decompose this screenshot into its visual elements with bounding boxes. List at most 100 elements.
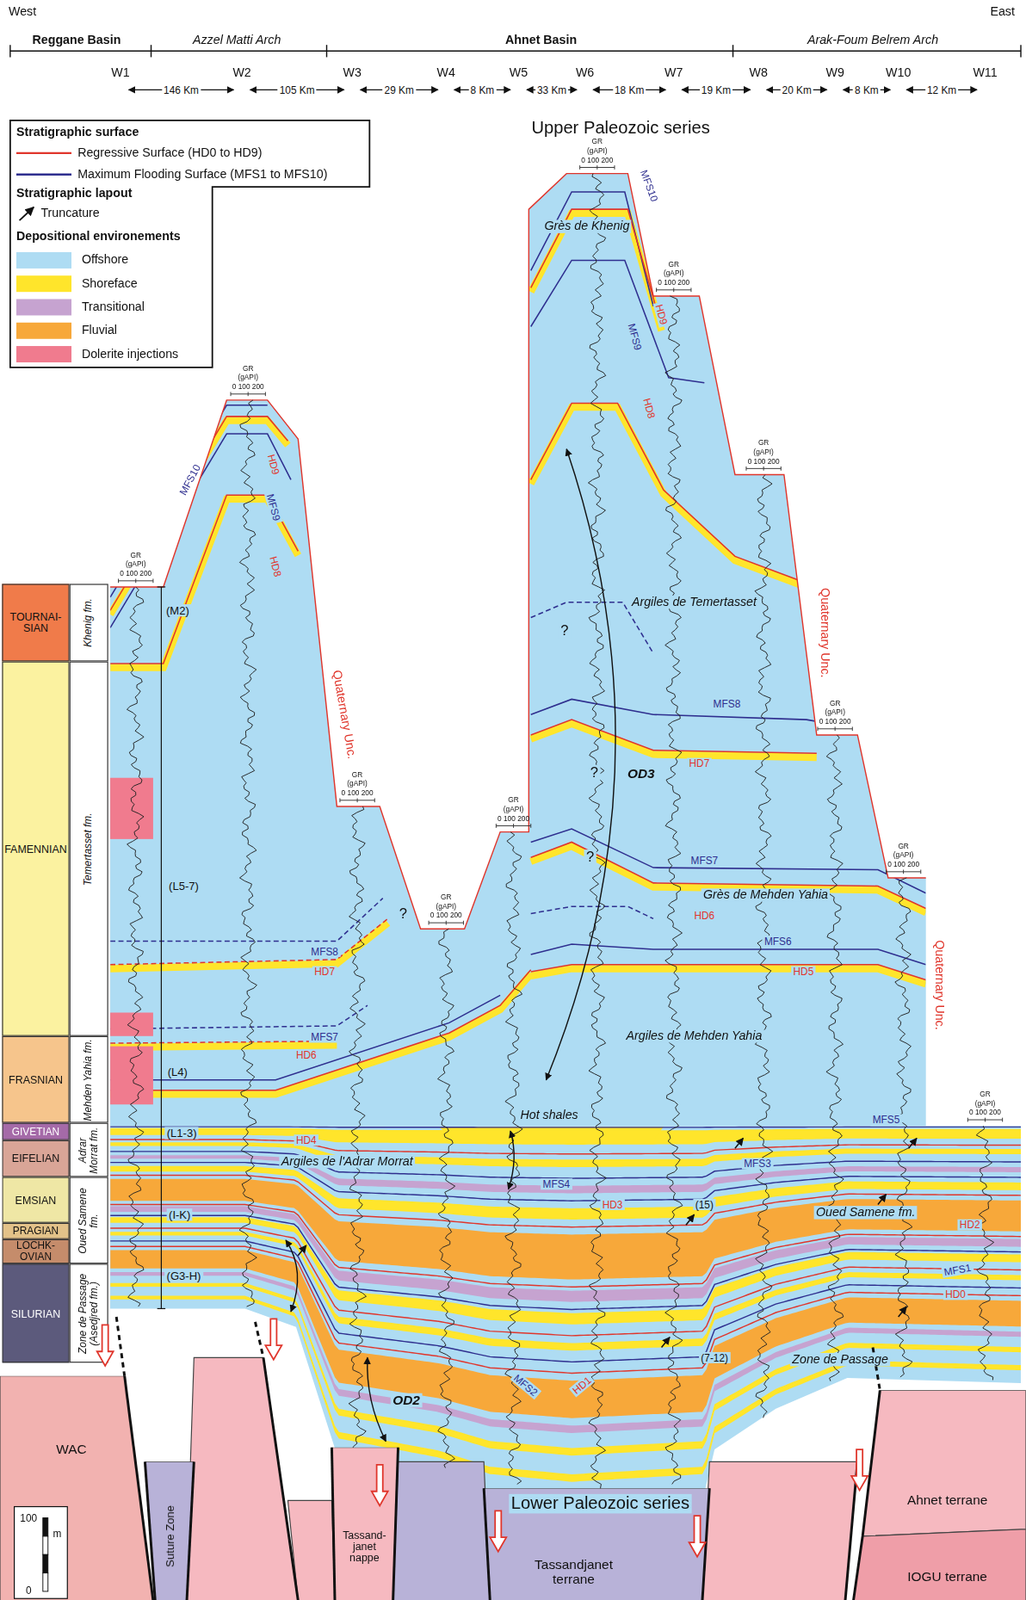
uncertainty-mark: ? — [587, 765, 600, 781]
log-scale-tick — [530, 823, 532, 829]
regressive-surface-label: HD9 — [265, 451, 283, 478]
legend-line-sample — [16, 152, 72, 155]
block-outline — [852, 1529, 1026, 1600]
flooding-surface-label: MFS9 — [625, 320, 645, 354]
log-scale-tick — [357, 797, 359, 803]
log-header: (gAPI) — [346, 779, 368, 788]
log-header: (gAPI) — [753, 448, 774, 457]
gamma-ray-log — [895, 877, 913, 1378]
block-shape — [483, 1488, 710, 1600]
formation-name: Mehden Yahia fm. — [83, 1038, 94, 1121]
log-header: 0 100 200 — [232, 383, 265, 391]
block-shape — [852, 1529, 1026, 1600]
truncation-arrow — [735, 1137, 743, 1149]
log-header: (gAPI) — [125, 560, 147, 569]
legend-text: Transitional — [81, 300, 145, 315]
log-scale-tick — [445, 920, 447, 926]
block-shape — [144, 1461, 194, 1600]
flooding-surface — [531, 906, 654, 919]
fault-line — [144, 1461, 155, 1600]
header-rule — [10, 50, 1021, 52]
formation-label: Grès de Khenig — [542, 219, 632, 234]
flooding-surface-label: MFS2 — [510, 1371, 542, 1400]
unconformity-label: Quaternary Unc. — [932, 939, 946, 1030]
unit-code: (M2) — [164, 604, 192, 617]
legend-text: Maximum Flooding Surface (MFS1 to MFS10) — [77, 167, 328, 182]
scale-segment — [43, 1536, 49, 1555]
log-header: GR — [897, 842, 909, 851]
legend-text: Offshore — [81, 253, 129, 268]
regressive-surface — [110, 1204, 1021, 1287]
log-header: (gAPI) — [436, 902, 458, 911]
formation-label: Grès de Mehden Yahia — [701, 888, 831, 903]
well-name: W11 — [972, 67, 997, 81]
distance-label: 8 Km — [468, 84, 496, 96]
log-scale-tick — [495, 823, 497, 829]
basement-block — [185, 1357, 298, 1600]
log-scale-tick — [967, 1118, 969, 1123]
gamma-ray-log — [437, 928, 455, 1468]
log-header: GR — [440, 893, 452, 902]
log-scale-tick — [339, 797, 340, 803]
uncertainty-mark: ? — [558, 623, 571, 639]
trend-arrow — [367, 1357, 387, 1441]
terrane-block: Tassand- janet nappe — [331, 1447, 398, 1600]
log-header: (gAPI) — [893, 851, 915, 860]
truncation-arrow — [898, 1306, 907, 1317]
scale-segment — [43, 1573, 49, 1592]
log-header: GR — [130, 551, 142, 560]
fault-line — [483, 1488, 490, 1600]
stage-name: EIFELIAN — [3, 1153, 69, 1165]
flooding-surface — [531, 259, 705, 383]
region-label: Azzel Matti Arch — [191, 34, 284, 49]
terrane-name: Tassandjanet terrane — [512, 1557, 635, 1586]
scale-label: m — [52, 1527, 62, 1539]
stage-name: EMSIAN — [3, 1194, 69, 1206]
terrane-name: WAC — [40, 1442, 102, 1457]
formation-box: Adrar Morrat fm. — [69, 1123, 109, 1178]
shoreface-band — [531, 213, 662, 331]
flooding-surface — [110, 1241, 1021, 1362]
trend-label: OD3 — [625, 766, 657, 782]
log-scale-tick — [763, 466, 765, 471]
unconformity-outline — [110, 173, 927, 930]
regressive-surface-label: HD8 — [640, 395, 658, 422]
stage-box: EIFELIAN — [1, 1140, 69, 1178]
shoreface-band — [531, 969, 927, 985]
truncation-arrow — [908, 1137, 917, 1149]
regressive-surface-label: HD5 — [791, 966, 816, 978]
formation-name: Khenig fm. — [83, 586, 94, 660]
regressive-surface — [110, 1174, 1021, 1227]
well-name: W3 — [342, 67, 361, 81]
unit-code: (L4) — [165, 1065, 190, 1078]
log-scale-tick — [1001, 1118, 1003, 1123]
shoreface-band — [110, 420, 288, 615]
log-scale-tick — [428, 920, 430, 926]
unconformity-label: Quaternary Unc. — [817, 587, 832, 678]
log-scale-tick — [780, 466, 782, 471]
formation-label: Zone de Passage — [790, 1353, 891, 1367]
log-scale-tick — [463, 920, 464, 926]
legend-heading: Stratigraphic surface — [16, 125, 139, 140]
formation-box: Mehden Yahia fm. — [69, 1036, 109, 1124]
unit-code: (L5-7) — [166, 879, 202, 892]
gamma-ray-log — [239, 400, 257, 1307]
gamma-ray-log — [348, 806, 366, 1453]
regressive-surface — [531, 402, 817, 587]
log-scale-tick — [247, 391, 249, 396]
region-label: Arak-Foum Belrem Arch — [805, 34, 941, 49]
log-header: 0 100 200 — [657, 278, 690, 287]
trend-arrow — [508, 1131, 515, 1190]
stage-box: EMSIAN — [1, 1176, 69, 1223]
log-scale-tick — [984, 1118, 986, 1123]
stage-name: PRAGIAN — [3, 1225, 69, 1237]
distance-label: 19 Km — [698, 84, 733, 96]
regressive-surface-label: HD2 — [957, 1219, 982, 1231]
well-name: W10 — [885, 67, 911, 81]
fault-line-inferred — [116, 1316, 124, 1377]
scale-box — [14, 1507, 68, 1600]
regressive-surface-label: HD4 — [294, 1134, 319, 1146]
trend-arrow — [546, 449, 617, 1081]
fault-motion-arrow — [689, 1515, 706, 1557]
regressive-surface-label: HD7 — [686, 758, 711, 770]
